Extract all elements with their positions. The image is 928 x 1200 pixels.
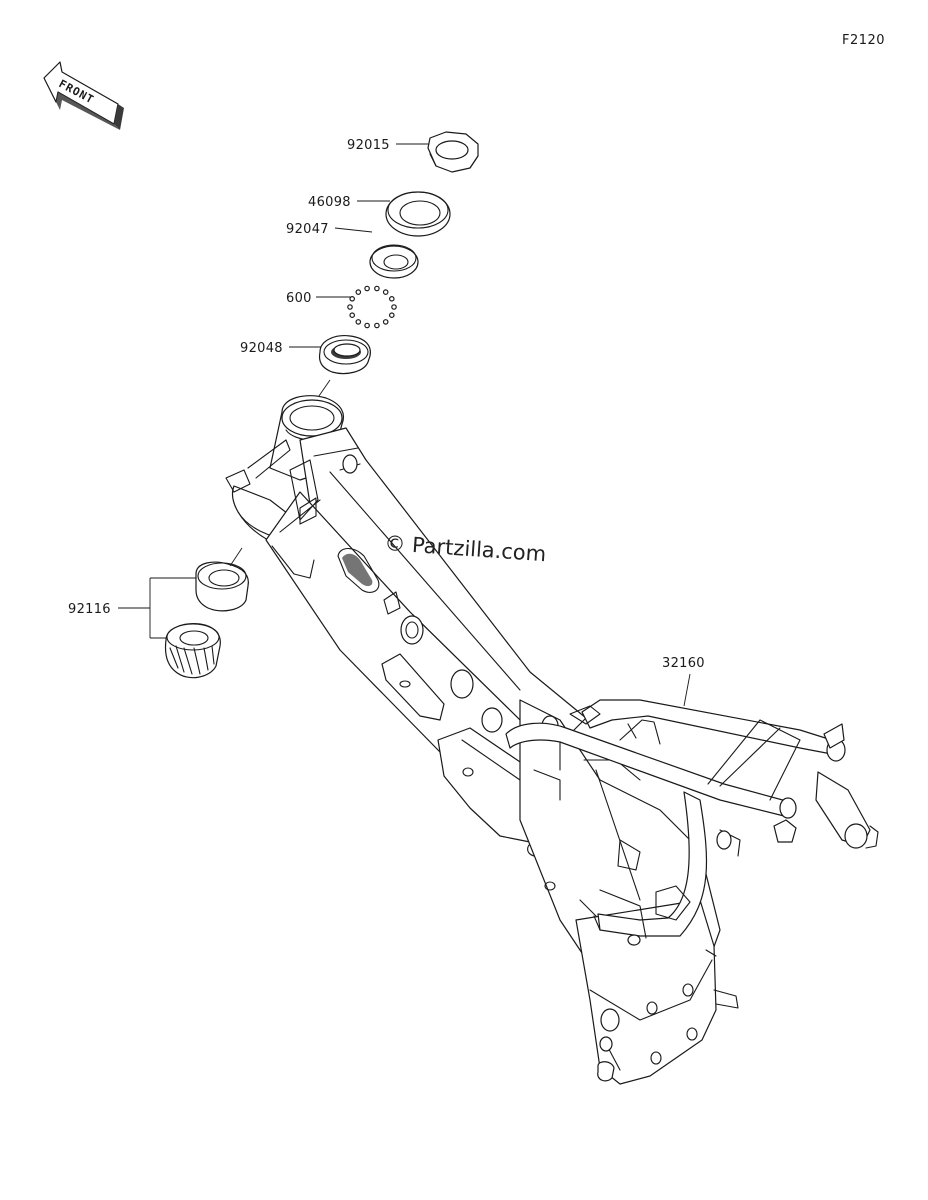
ball-bearing [374,285,380,292]
part-32160-frame: 32160 [225,395,879,1085]
ball-bearing [349,312,356,319]
part-label-92047: 92047 [286,222,329,237]
ball-bearing [388,295,395,302]
ball-bearing [349,295,356,302]
part-label-92116: 92116 [68,602,111,617]
ball-bearing [364,285,370,292]
ball-bearing [388,312,395,319]
part-600-ball-bearings: 600 [286,285,397,329]
part-label-600: 600 [286,291,312,306]
figure-code: F2120 [842,33,885,48]
part-label-92048: 92048 [240,341,283,356]
front-direction-arrow-icon: FRONT [43,61,124,130]
part-label-32160: 32160 [662,656,705,671]
part-92047-washer: 92047 [286,222,419,279]
ball-bearing [382,289,389,295]
ball-bearing [355,289,362,295]
ball-bearing [391,304,397,310]
ball-bearing [355,319,362,325]
ball-bearing [364,322,370,329]
ball-bearing [347,304,353,310]
ball-bearing [382,319,389,325]
ball-bearing [374,322,380,329]
part-92015-nut: 92015 [347,131,479,173]
part-92116-lower-bearing-set: 92116 [68,547,249,679]
part-label-92015: 92015 [347,138,390,153]
part-92048-race: 92048 [240,335,371,407]
part-label-46098: 46098 [308,195,351,210]
part-46098-seal: 46098 [308,191,451,237]
